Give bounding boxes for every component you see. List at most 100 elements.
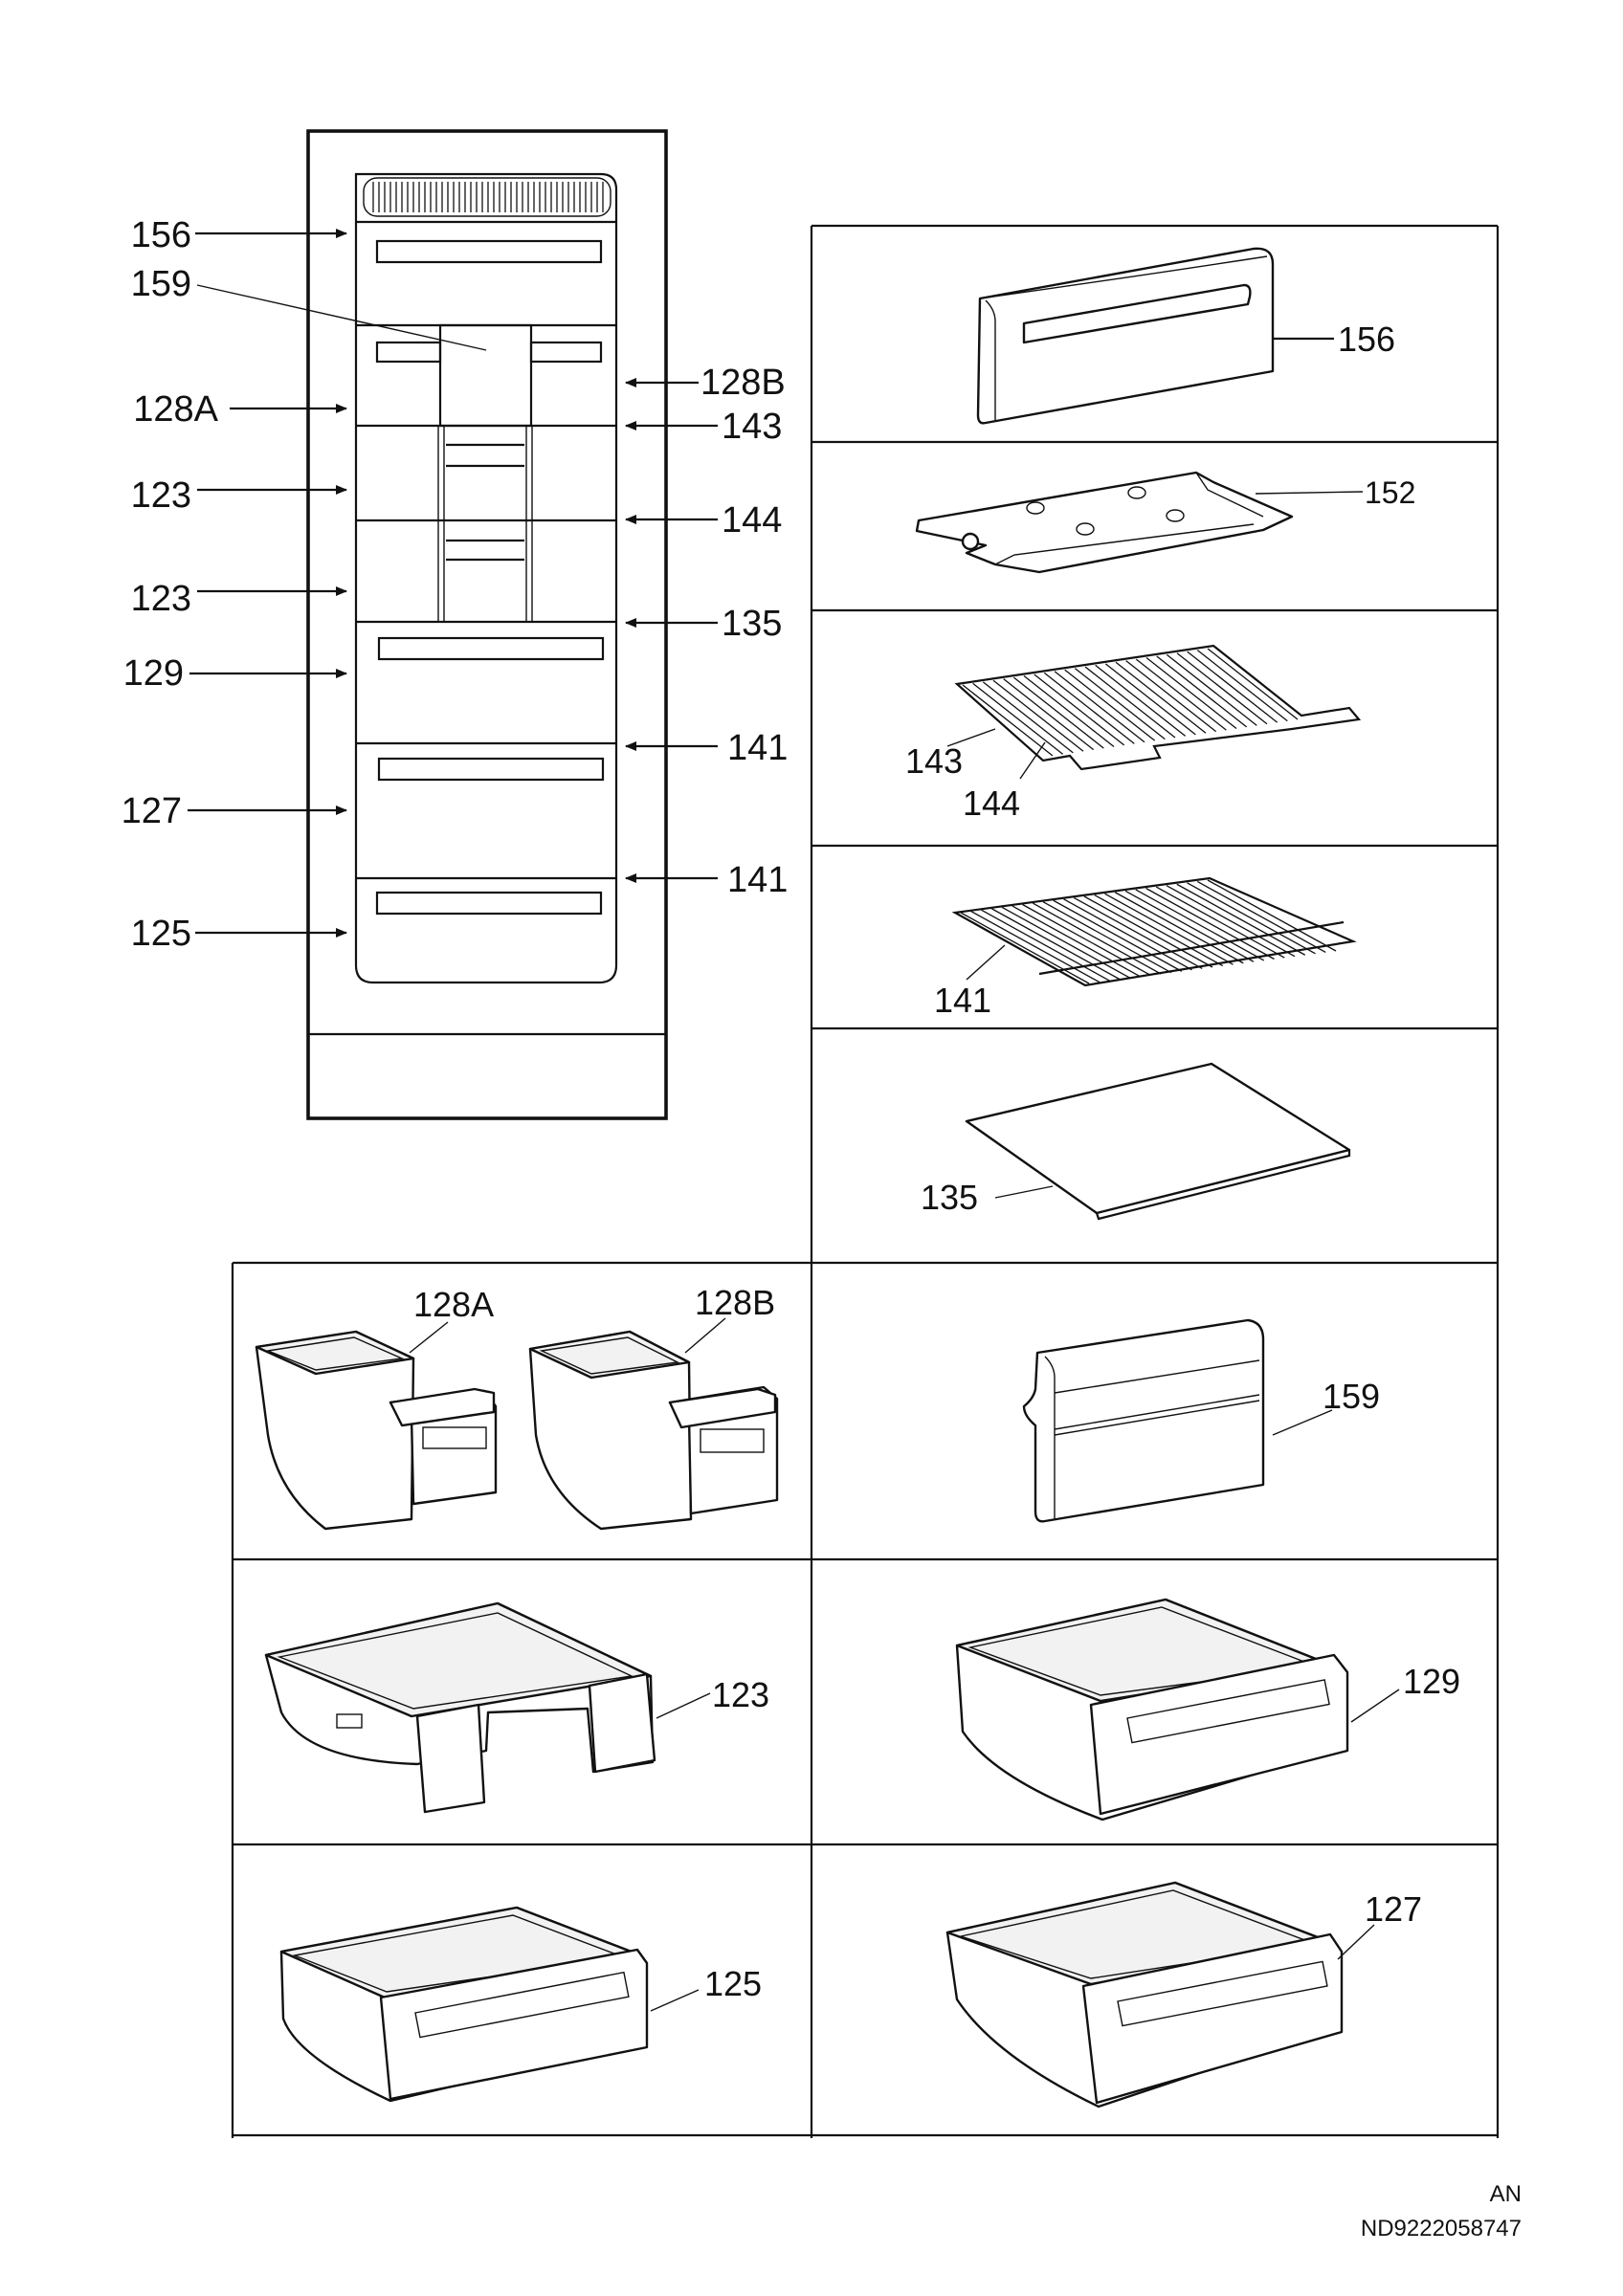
overview-label-141: 141 bbox=[727, 728, 788, 768]
shelf-wire bbox=[1145, 887, 1275, 960]
shelf-wire bbox=[1187, 651, 1278, 723]
shelf-wire bbox=[1094, 894, 1224, 967]
center-flap bbox=[438, 323, 533, 428]
handle-slot bbox=[375, 341, 442, 364]
shelf-wire bbox=[1166, 885, 1296, 958]
overview-label-156: 156 bbox=[131, 215, 191, 255]
top-grille bbox=[363, 177, 611, 217]
part-156-flap: 156 bbox=[976, 247, 1395, 425]
shelf-wire bbox=[1145, 656, 1237, 730]
shelf-wire bbox=[962, 684, 1054, 757]
shelf-wire bbox=[1022, 903, 1151, 977]
shelf-wire bbox=[960, 912, 1090, 984]
part-143-144-wire-shelf: 143 144 bbox=[905, 644, 1362, 823]
shelf-wire bbox=[970, 911, 1101, 983]
shelf-wire bbox=[1034, 673, 1125, 746]
shelf-wire bbox=[1084, 666, 1176, 739]
overview-label-144: 144 bbox=[722, 500, 782, 541]
part-125-drawer: 125 bbox=[279, 1906, 762, 2103]
label-152: 152 bbox=[1365, 475, 1415, 510]
label-125: 125 bbox=[704, 1964, 762, 2003]
shelf-wire bbox=[1207, 879, 1337, 952]
shelf-wire bbox=[1073, 896, 1203, 969]
shelf-wire bbox=[992, 679, 1084, 752]
part-123-drawer: 123 bbox=[264, 1601, 769, 1814]
handle-slot bbox=[375, 891, 603, 916]
overview-left-labels: 156 159 128A 123 123 129 127 125 bbox=[122, 215, 219, 954]
shelf-wire bbox=[1053, 899, 1183, 972]
part-159-flap: 159 bbox=[1022, 1318, 1380, 1523]
part-128A-tray: 128A bbox=[255, 1285, 498, 1531]
footer-doc-id: ND9222058747 bbox=[1360, 2216, 1522, 2241]
overview-label-123: 123 bbox=[131, 475, 191, 516]
shelf-wire bbox=[1032, 902, 1162, 975]
overview-label-135: 135 bbox=[722, 604, 782, 644]
shelf-wire bbox=[1115, 661, 1207, 734]
shelf-wire bbox=[1135, 889, 1265, 961]
shelf-wire bbox=[1176, 652, 1268, 725]
shelf-wire bbox=[1156, 655, 1248, 728]
shelf-wire bbox=[1083, 895, 1213, 968]
overview-label-128A: 128A bbox=[133, 389, 218, 430]
overview-label-143: 143 bbox=[722, 407, 782, 447]
overview-label-129: 129 bbox=[123, 653, 184, 694]
shelf-wire bbox=[1135, 658, 1227, 731]
label-135: 135 bbox=[921, 1178, 978, 1217]
handle-slot bbox=[377, 636, 605, 661]
shelf-wire bbox=[1001, 906, 1131, 979]
shelf-wire bbox=[1064, 669, 1156, 741]
shelf-wire bbox=[1125, 660, 1217, 733]
shelf-wire bbox=[990, 908, 1121, 981]
overview-label-123: 123 bbox=[131, 579, 191, 619]
part-135-glass-plate: 135 bbox=[921, 1062, 1351, 1221]
grille-hatching bbox=[372, 182, 604, 212]
overview-label-127: 127 bbox=[122, 791, 182, 831]
overview-label-159: 159 bbox=[131, 264, 191, 304]
shelf-wire bbox=[981, 909, 1110, 982]
callout-line bbox=[196, 284, 487, 351]
shelf-wire bbox=[1196, 650, 1288, 722]
shelf-wire bbox=[1012, 905, 1142, 978]
label-156: 156 bbox=[1338, 320, 1395, 359]
shelf-wire bbox=[1012, 676, 1104, 749]
shelf-wire bbox=[1124, 890, 1255, 962]
shelf-wire bbox=[1196, 880, 1326, 953]
appliance-overview bbox=[306, 129, 668, 1120]
part-141-wire-shelf: 141 bbox=[934, 876, 1357, 1020]
label-123: 123 bbox=[712, 1675, 769, 1714]
overview-callouts bbox=[188, 229, 718, 938]
shelf-wire bbox=[1003, 678, 1095, 751]
overview-label-125: 125 bbox=[131, 914, 191, 954]
label-143: 143 bbox=[905, 741, 963, 781]
shelf-wire bbox=[1074, 668, 1166, 740]
shelf-wire bbox=[1095, 664, 1187, 737]
label-128B: 128B bbox=[695, 1283, 775, 1322]
part-128B-tray: 128B bbox=[528, 1283, 779, 1531]
shelf-wire bbox=[1207, 648, 1299, 720]
shelf-wire bbox=[1054, 671, 1145, 743]
shelf-wire bbox=[1023, 674, 1115, 748]
label-141: 141 bbox=[934, 981, 991, 1020]
shelf-wire bbox=[1176, 883, 1306, 956]
shelf-wire bbox=[1042, 901, 1172, 974]
part-127-drawer: 127 bbox=[945, 1881, 1422, 2108]
cabinet-outline bbox=[306, 129, 668, 1120]
shelf-wire bbox=[1187, 882, 1316, 955]
shelf-wire bbox=[1114, 892, 1244, 964]
handle-slot bbox=[375, 239, 603, 264]
overview-label-128B: 128B bbox=[700, 363, 786, 403]
part-152-guide: 152 bbox=[915, 471, 1415, 574]
part-129-drawer: 129 bbox=[955, 1598, 1460, 1821]
handle-slot bbox=[529, 341, 603, 364]
overview-label-141: 141 bbox=[727, 860, 788, 900]
footer-lang-code: AN bbox=[1489, 2181, 1522, 2207]
inner-liner bbox=[354, 172, 618, 984]
shelf-wire bbox=[1063, 898, 1192, 971]
shelf-wire bbox=[972, 682, 1064, 755]
handle-slot bbox=[377, 757, 605, 782]
shelf-wire bbox=[1104, 663, 1196, 736]
label-159: 159 bbox=[1323, 1377, 1380, 1416]
shelf-wire bbox=[1104, 893, 1234, 965]
